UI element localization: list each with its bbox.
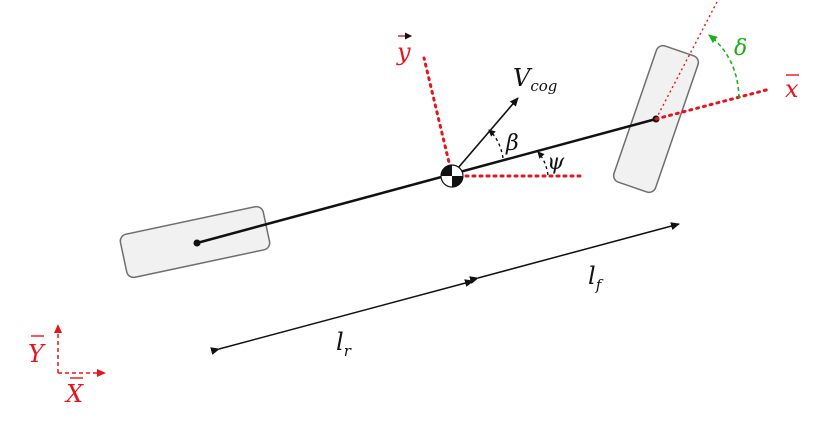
beta-angle-arc [488, 129, 504, 159]
label-Y-global: Y [28, 335, 46, 368]
label-delta: δ [734, 36, 747, 61]
label-vcog: Vcog [513, 64, 557, 95]
label-lf: lf [588, 262, 604, 294]
center-of-gravity-symbol [440, 164, 464, 188]
body-x-axis [654, 87, 772, 121]
label-beta: β [505, 131, 519, 156]
svg-text:y: y [396, 38, 411, 66]
label-y-body: y [396, 32, 412, 66]
label-psi: ψ [547, 150, 565, 175]
lr-dimension-arrow [210, 279, 474, 355]
chassis-line [196, 117, 657, 245]
lf-dimension-arrow [469, 222, 680, 284]
label-lr: lr [336, 328, 352, 360]
psi-angle-arc [537, 151, 549, 176]
rear-axle-point [193, 239, 201, 247]
body-y-axis [422, 56, 454, 177]
svg-text:Y: Y [28, 340, 46, 368]
label-X-global: X [64, 377, 84, 408]
velocity-vector [451, 97, 519, 176]
steering-direction-line [655, 0, 719, 120]
label-x-body: x [785, 74, 799, 103]
delta-angle-arc [708, 34, 740, 99]
svg-text:X: X [64, 380, 84, 408]
svg-text:x: x [785, 75, 799, 103]
